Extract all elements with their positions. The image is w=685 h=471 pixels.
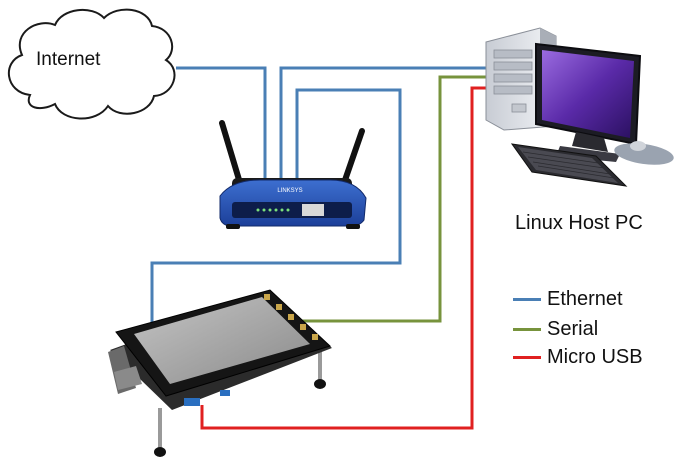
legend-serial-label: Serial <box>547 317 599 340</box>
pc-monitor <box>535 42 642 162</box>
internet-label: Internet <box>36 49 101 70</box>
legend-usb-swatch <box>513 355 541 359</box>
router-brand-logo: LINKSYS <box>277 188 302 194</box>
host-pc-label: Linux Host PC <box>515 212 643 234</box>
usb-line <box>200 86 488 430</box>
legend-serial-swatch <box>513 327 541 331</box>
host-pc <box>485 27 674 187</box>
router: LINKSYS <box>219 120 367 229</box>
board-leg-left <box>154 408 166 457</box>
router-antenna-left <box>219 120 243 186</box>
ethernet-line-pc <box>279 66 488 178</box>
embedded-board <box>108 289 332 457</box>
ethernet-line-internet <box>176 66 267 178</box>
legend-ethernet-label: Ethernet <box>547 287 623 310</box>
legend-serial: Serial <box>513 317 598 341</box>
pc-mouse <box>614 141 674 165</box>
ethernet-line-board <box>150 88 402 330</box>
legend-usb-label: Micro USB <box>547 345 643 368</box>
legend-ethernet-swatch <box>513 297 541 301</box>
internet-cloud <box>7 8 176 120</box>
pc-keyboard <box>510 143 628 187</box>
board-display <box>134 297 310 384</box>
legend-ethernet: Ethernet <box>513 287 623 311</box>
router-antenna-right <box>341 128 365 186</box>
serial-line <box>300 75 488 323</box>
board-leg-right <box>314 352 326 389</box>
ethernet-lines <box>150 66 488 330</box>
board-connectors <box>184 390 230 406</box>
legend-usb: Micro USB <box>513 345 643 369</box>
